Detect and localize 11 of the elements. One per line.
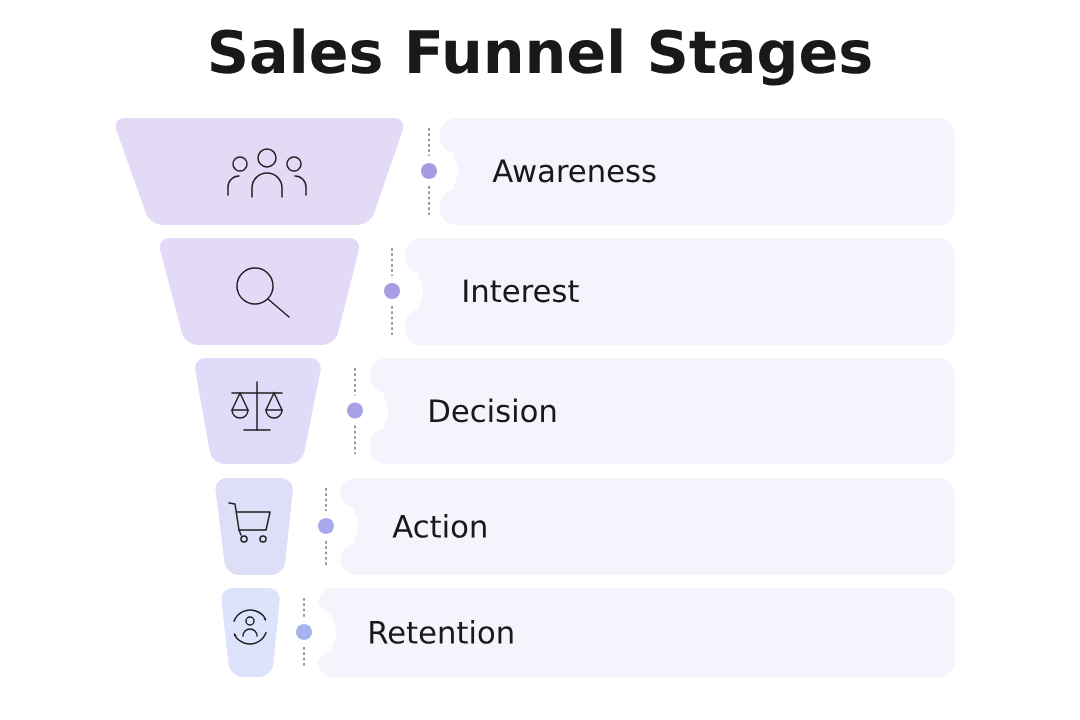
funnel-segment bbox=[215, 478, 293, 575]
stage-card: Interest bbox=[405, 238, 955, 345]
stage-card: Retention bbox=[318, 588, 955, 677]
funnel-segment bbox=[115, 118, 404, 225]
funnel-segment bbox=[159, 238, 360, 345]
stage-card: Action bbox=[340, 478, 955, 575]
stage-card: Awareness bbox=[440, 118, 955, 225]
funnel-segment bbox=[221, 588, 280, 677]
diagram-title: Sales Funnel Stages bbox=[210, 28, 871, 86]
stage-card: Decision bbox=[370, 358, 955, 464]
funnel-segment bbox=[195, 358, 321, 464]
